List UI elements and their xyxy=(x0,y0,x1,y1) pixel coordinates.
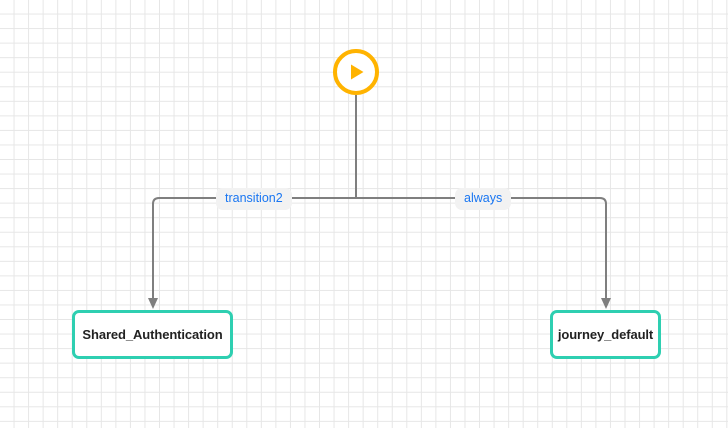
edge-path-transition2 xyxy=(152,197,356,300)
edge-arrowhead-transition2 xyxy=(148,298,158,309)
edge-label-transition2[interactable]: transition2 xyxy=(216,188,292,210)
state-node-label: journey_default xyxy=(557,327,654,342)
edge-path-always xyxy=(356,197,607,300)
play-circle-icon xyxy=(344,60,368,84)
edge-arrowhead-always xyxy=(601,298,611,309)
state-node-label: Shared_Authentication xyxy=(82,327,223,342)
state-node-journey-default[interactable]: journey_default xyxy=(550,310,661,359)
start-node[interactable] xyxy=(333,49,379,95)
state-node-shared-authentication[interactable]: Shared_Authentication xyxy=(72,310,233,359)
edge-label-always[interactable]: always xyxy=(455,188,512,210)
